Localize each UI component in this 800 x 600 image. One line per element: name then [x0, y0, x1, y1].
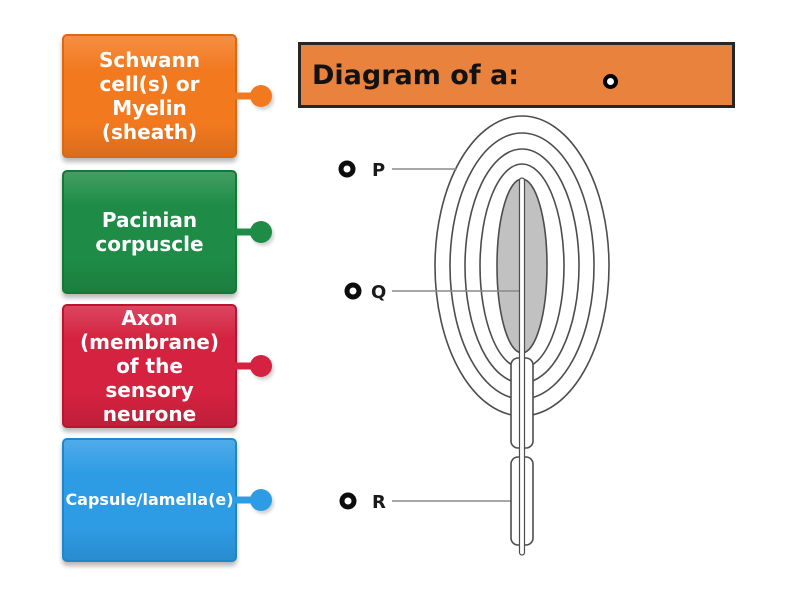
- marker-letter-q: Q: [371, 282, 386, 303]
- drop-target-dot-r[interactable]: [339, 492, 357, 510]
- connector-stem: [233, 228, 256, 236]
- connector-stem: [233, 496, 256, 504]
- connector-knob: [250, 489, 272, 511]
- drop-target-dot-q[interactable]: [344, 282, 362, 300]
- connector-knob: [250, 85, 272, 107]
- connector-knob: [250, 221, 272, 243]
- drop-target-dot-p[interactable]: [338, 160, 356, 178]
- label-card-text: Pacinian corpuscle: [95, 208, 204, 256]
- label-card-text: Axon (membrane) of the sensory neurone: [79, 306, 219, 426]
- label-card-schwann-myelin[interactable]: Schwann cell(s) or Myelin (sheath): [62, 34, 272, 158]
- answer-target-dot[interactable]: [603, 74, 618, 89]
- connector-stem: [233, 362, 256, 370]
- connector-stem: [233, 92, 256, 100]
- label-card-text: Capsule/lamella(e): [65, 490, 234, 510]
- label-card-text: Schwann cell(s) or Myelin (sheath): [99, 48, 200, 144]
- question-title: Diagram of a:: [312, 59, 519, 91]
- connector-knob: [250, 355, 272, 377]
- label-card-axon-membrane[interactable]: Axon (membrane) of the sensory neurone: [62, 304, 272, 428]
- axon-line: [518, 177, 526, 556]
- label-card-pacinian-corpuscle[interactable]: Pacinian corpuscle: [62, 170, 272, 294]
- marker-letter-p: P: [372, 160, 385, 181]
- marker-letter-r: R: [372, 492, 386, 513]
- question-banner: Diagram of a:: [298, 42, 735, 108]
- label-card-capsule-lamellae[interactable]: Capsule/lamella(e): [62, 438, 272, 562]
